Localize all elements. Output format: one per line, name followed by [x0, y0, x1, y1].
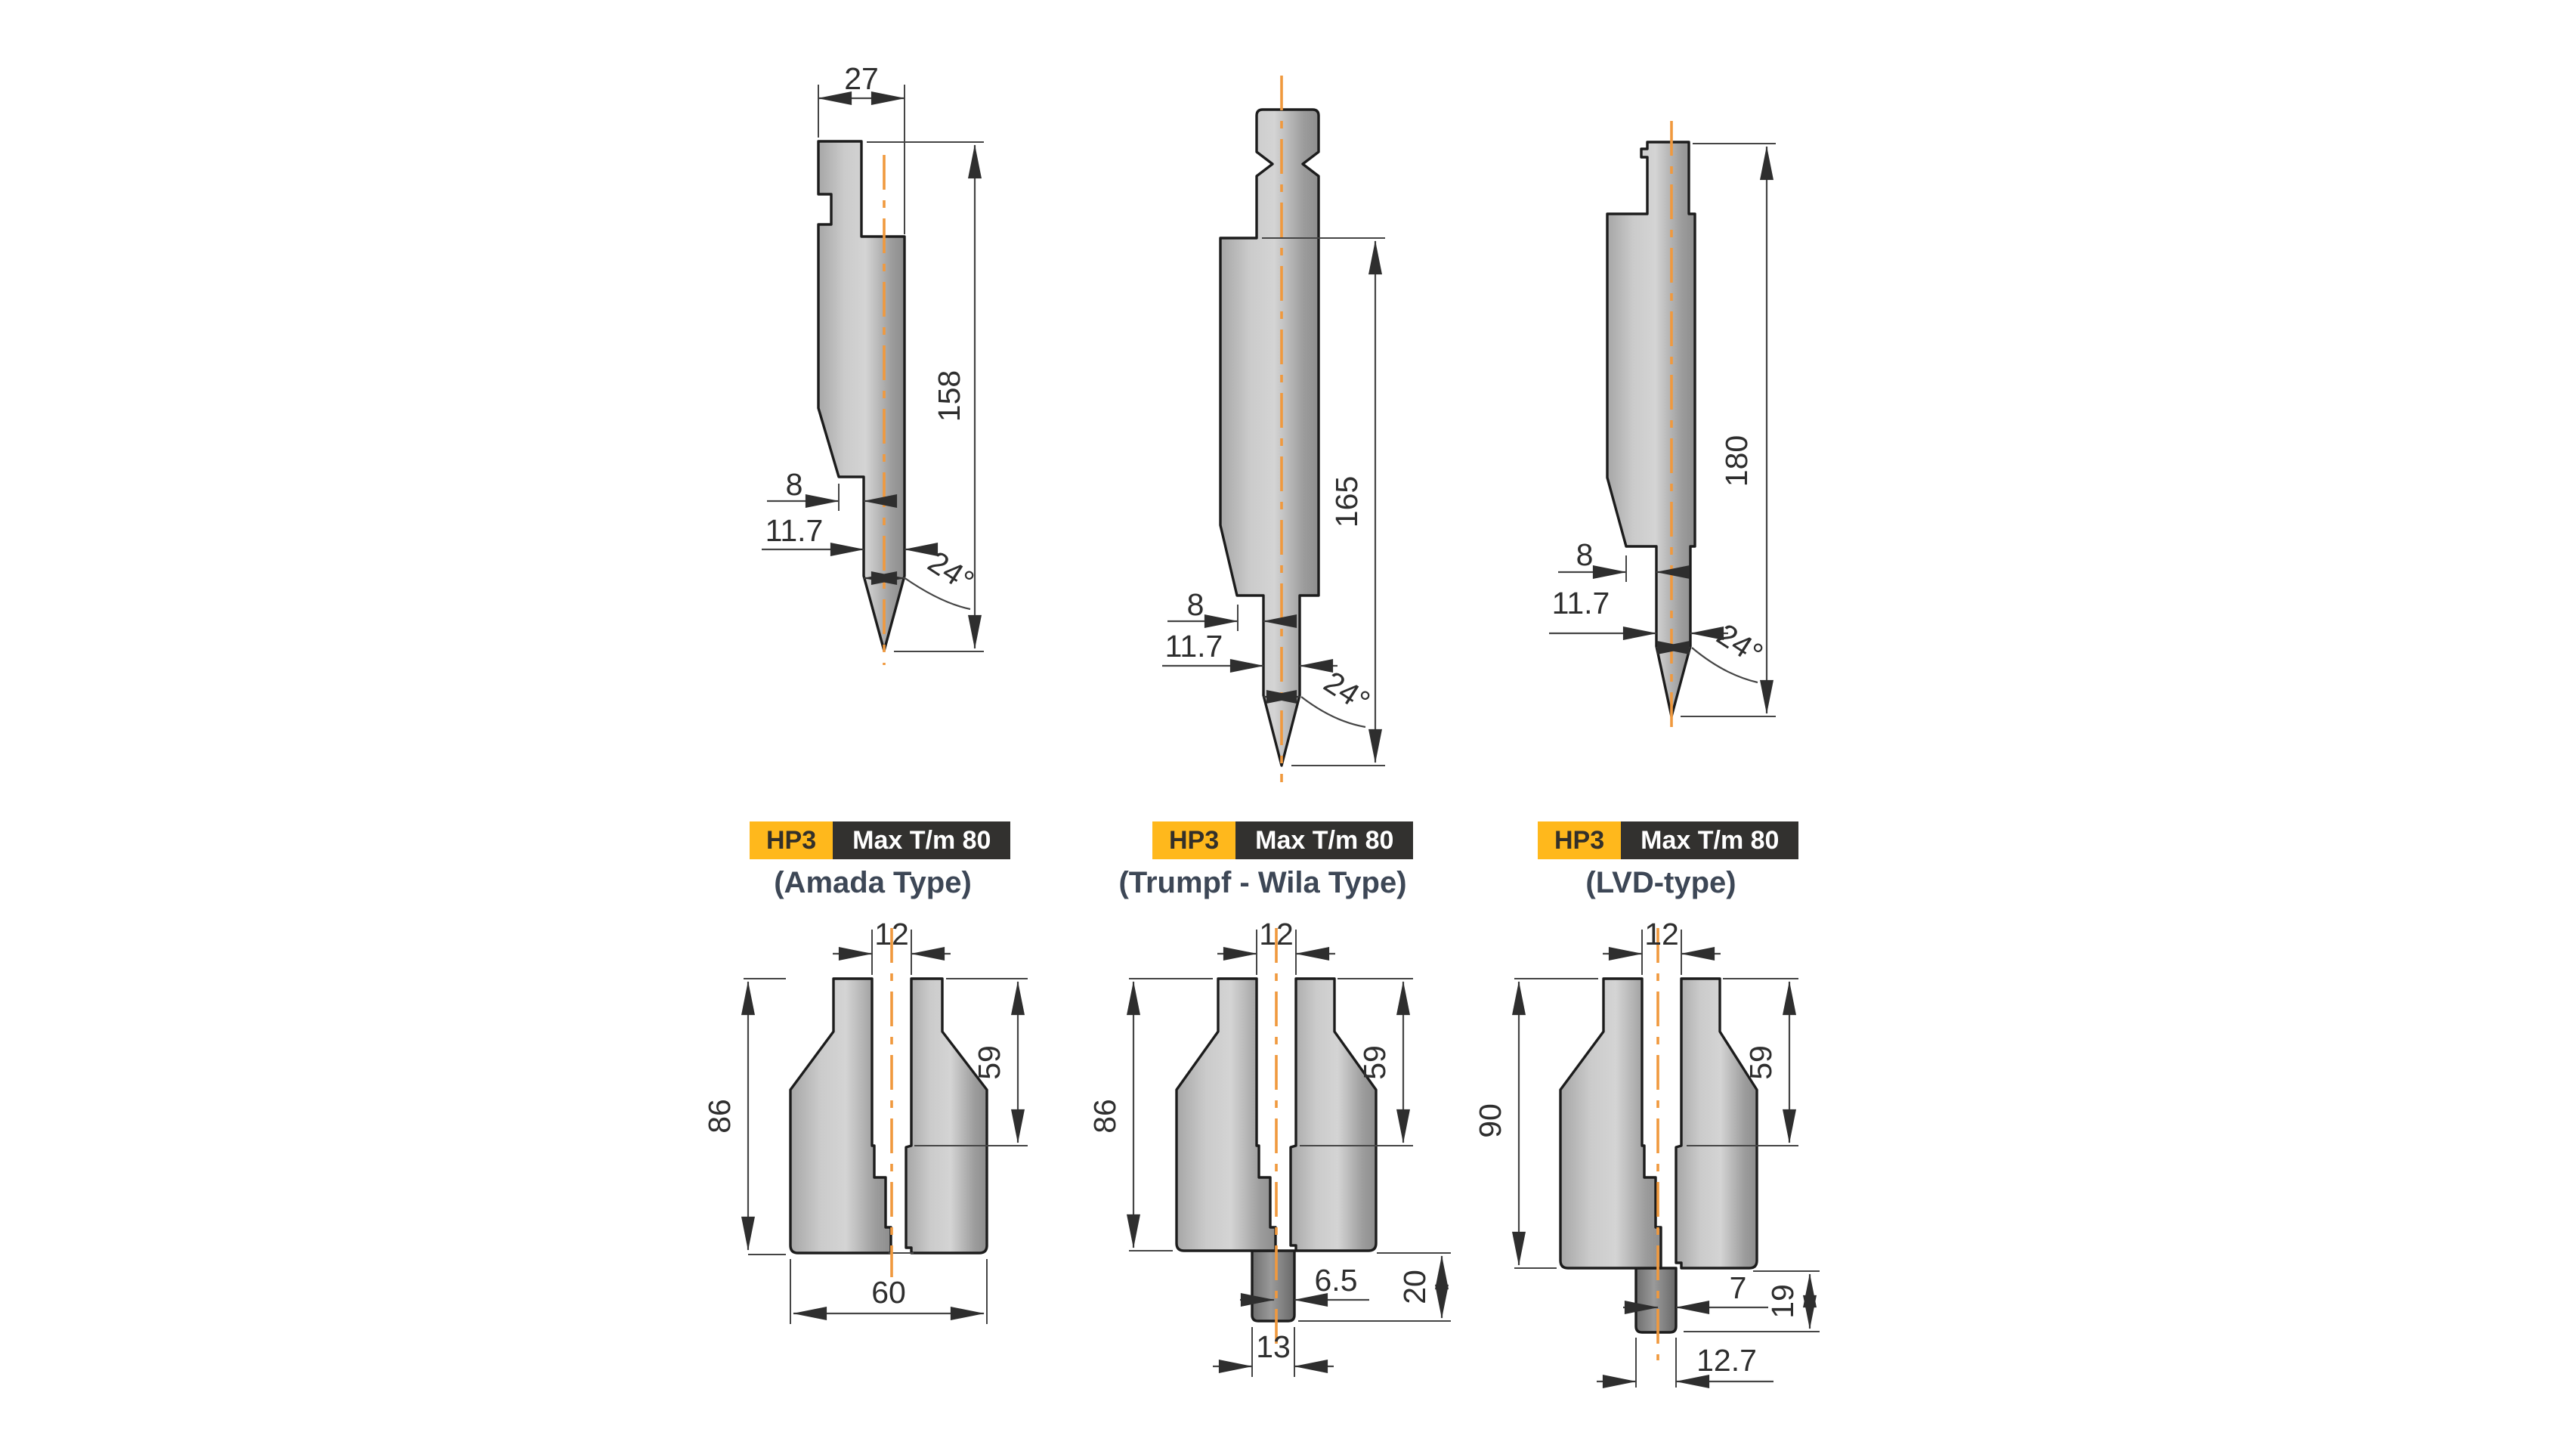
die-trumpf-wila: 12 86 59 6.5 20 13	[1087, 917, 1451, 1377]
dim-die2-tang-height: 20	[1397, 1270, 1432, 1304]
punch-trumpf-wila: 165 8 11.7 24°	[1162, 76, 1385, 782]
dim-die1-height: 86	[702, 1099, 737, 1134]
die-amada: 12 86 59 60	[702, 917, 1028, 1324]
dim-die3-slot-width: 12	[1644, 917, 1679, 951]
series-badge: HP3	[1538, 821, 1622, 859]
dim-punch3-blade-width: 11.7	[1552, 586, 1610, 620]
dim-die3-tang-width: 12.7	[1696, 1343, 1757, 1378]
dim-die3-tang-height: 19	[1765, 1284, 1800, 1319]
die-trumpf-tang	[1251, 1249, 1296, 1323]
dim-die2-tang-half: 6.5	[1315, 1263, 1358, 1298]
type-name-trumpf: (Trumpf - Wila Type)	[1118, 866, 1407, 899]
dim-punch1-top-width: 27	[844, 61, 879, 96]
die-lvd-right-half	[1675, 977, 1758, 1270]
series-badge: HP3	[750, 821, 833, 859]
dim-punch3-shoulder: 8	[1576, 537, 1594, 572]
dim-punch3-height: 180	[1719, 435, 1754, 487]
punch-lvd-profile	[1606, 141, 1696, 718]
capacity-badge: Max T/m 80	[833, 821, 1011, 859]
dim-die3-tang-half: 7	[1730, 1270, 1747, 1305]
type-name-lvd: (LVD-type)	[1585, 866, 1736, 899]
punch-amada-profile	[817, 140, 906, 652]
series-badge: HP3	[1152, 821, 1236, 859]
dim-punch2-shoulder: 8	[1187, 587, 1205, 622]
punch-trumpf-profile	[1219, 108, 1320, 767]
capacity-badge: Max T/m 80	[1621, 821, 1799, 859]
die-lvd-tang	[1634, 1267, 1678, 1334]
dim-die2-height: 86	[1087, 1099, 1122, 1134]
dim-die3-slot-depth: 59	[1743, 1045, 1778, 1080]
die-lvd-left-half	[1559, 977, 1662, 1270]
dim-punch2-tip-angle: 24°	[1318, 664, 1376, 719]
dim-die2-slot-depth: 59	[1357, 1045, 1392, 1080]
dim-die1-base-width: 60	[871, 1275, 906, 1310]
dim-punch1-shoulder: 8	[786, 467, 803, 502]
dim-punch1-height: 158	[932, 370, 966, 422]
punch-amada: 27 158 8 11.7 24°	[762, 61, 984, 665]
dim-punch1-blade-width: 11.7	[765, 513, 824, 548]
die-amada-right-half	[905, 977, 988, 1255]
product-badge-amada: HP3 Max T/m 80	[750, 821, 1011, 859]
dim-punch2-blade-width: 11.7	[1165, 629, 1223, 664]
product-badge-lvd: HP3 Max T/m 80	[1538, 821, 1799, 859]
die-amada-left-half	[789, 977, 892, 1255]
die-lvd: 12 90 59 7 19 12.7	[1473, 917, 1820, 1388]
dim-die2-slot-width: 12	[1259, 917, 1294, 951]
dim-die3-height: 90	[1473, 1103, 1508, 1138]
type-name-amada: (Amada Type)	[774, 866, 972, 899]
punch-lvd: 180 8 11.7 24°	[1549, 121, 1776, 732]
dim-punch2-height: 165	[1329, 476, 1364, 527]
die-trumpf-left-half	[1175, 977, 1277, 1252]
capacity-badge: Max T/m 80	[1235, 821, 1414, 859]
dim-die1-slot-depth: 59	[972, 1045, 1007, 1080]
dim-punch1-tip-angle: 24°	[922, 544, 980, 599]
product-badge-trumpf: HP3 Max T/m 80	[1152, 821, 1414, 859]
die-trumpf-right-half	[1289, 977, 1378, 1252]
dim-die1-slot-width: 12	[874, 917, 909, 951]
dim-punch3-tip-angle: 24°	[1711, 617, 1769, 671]
dim-die2-tang-width: 13	[1256, 1329, 1291, 1364]
